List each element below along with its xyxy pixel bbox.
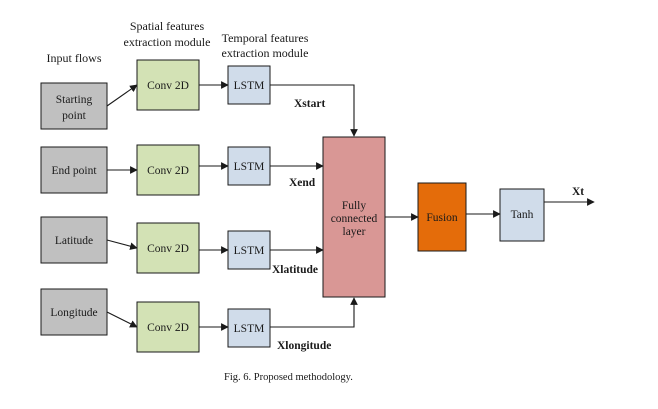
conv2d-box-4: Conv 2D	[136, 301, 200, 353]
spatial-header-line2: extraction module	[124, 35, 211, 49]
svg-text:Conv 2D: Conv 2D	[147, 80, 189, 92]
arrow-lstm1-to-fc	[270, 84, 358, 137]
svg-text:layer: layer	[343, 226, 366, 238]
lstm-box-3: LSTM	[227, 230, 271, 270]
svg-text:Fully: Fully	[342, 200, 367, 212]
svg-text:Conv 2D: Conv 2D	[147, 322, 189, 334]
input-box-end-point: End point	[40, 146, 108, 194]
input-box-latitude: Latitude	[40, 216, 108, 264]
svg-text:LSTM: LSTM	[234, 245, 265, 257]
svg-text:point: point	[62, 110, 86, 122]
figure-caption: Fig. 6. Proposed methodology.	[224, 372, 353, 383]
input-box-starting-point: Starting point	[40, 82, 108, 130]
output-label-xt: Xt	[572, 186, 584, 198]
temporal-header-line1: Temporal features	[222, 31, 309, 45]
tanh-box: Tanh	[499, 188, 545, 242]
edge-label-xstart: Xstart	[294, 98, 325, 110]
conv2d-box-1: Conv 2D	[136, 59, 200, 111]
edge-label-xend: Xend	[289, 177, 316, 189]
svg-text:LSTM: LSTM	[234, 161, 265, 173]
temporal-header-line2: extraction module	[222, 46, 309, 60]
arrow-lon-to-conv4	[106, 311, 138, 328]
svg-text:LSTM: LSTM	[234, 80, 265, 92]
lstm-box-2: LSTM	[227, 146, 271, 186]
svg-text:Conv 2D: Conv 2D	[147, 243, 189, 255]
svg-text:Tanh: Tanh	[511, 209, 534, 221]
svg-text:Longitude: Longitude	[50, 307, 97, 319]
input-flows-header: Input flows	[47, 51, 102, 65]
arrow-start-to-conv1	[106, 84, 138, 107]
edge-label-xlatitude: Xlatitude	[272, 264, 318, 276]
fully-connected-layer-box: Fully connected layer	[322, 136, 386, 298]
arrow-lstm4-to-fc	[270, 297, 358, 328]
edge-label-xlongitude: Xlongitude	[277, 340, 331, 352]
svg-text:Starting: Starting	[56, 94, 93, 106]
arrow-lat-to-conv3	[106, 239, 138, 250]
input-box-longitude: Longitude	[40, 288, 108, 336]
spatial-header-line1: Spatial features	[130, 19, 205, 33]
svg-text:Conv 2D: Conv 2D	[147, 165, 189, 177]
conv2d-box-3: Conv 2D	[136, 222, 200, 274]
svg-text:Fusion: Fusion	[426, 212, 458, 224]
svg-text:Latitude: Latitude	[55, 235, 93, 247]
lstm-box-1: LSTM	[227, 65, 271, 105]
fusion-box: Fusion	[417, 182, 467, 252]
lstm-box-4: LSTM	[227, 308, 271, 348]
svg-text:connected: connected	[331, 213, 378, 225]
svg-text:LSTM: LSTM	[234, 323, 265, 335]
conv2d-box-2: Conv 2D	[136, 144, 200, 196]
svg-text:End point: End point	[51, 165, 97, 177]
